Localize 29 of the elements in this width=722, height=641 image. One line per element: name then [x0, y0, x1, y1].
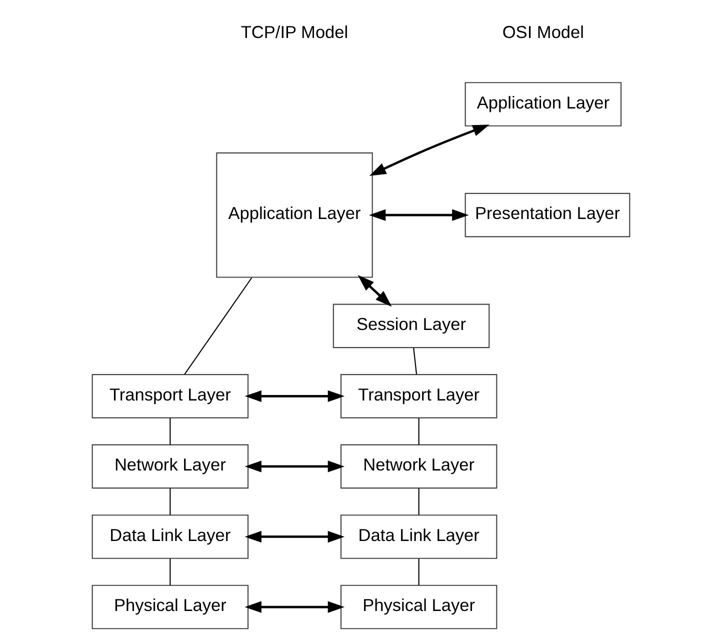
- node-box: Application Layer: [216, 152, 373, 278]
- node-box: Session Layer: [332, 304, 490, 348]
- node-box: Physical Layer: [340, 584, 498, 630]
- connector: [170, 418, 171, 445]
- connector: [418, 418, 420, 445]
- node-box: Transport Layer: [92, 374, 249, 418]
- node-box: Network Layer: [92, 444, 249, 489]
- node-box: Application Layer: [464, 82, 622, 126]
- arrow: [369, 124, 490, 176]
- connector: [170, 488, 171, 515]
- arrow: [358, 275, 392, 307]
- label: TCP/IP Model: [240, 22, 348, 42]
- connector: [418, 488, 420, 515]
- label: OSI Model: [502, 22, 584, 42]
- node-box: Physical Layer: [92, 584, 249, 630]
- arrow: [244, 530, 345, 543]
- arrow: [244, 390, 345, 402]
- connector: [418, 558, 420, 586]
- arrow: [244, 601, 345, 613]
- arrow: [368, 209, 469, 221]
- node-box: Presentation Layer: [464, 192, 630, 238]
- connector: [184, 277, 252, 375]
- node-box: Data Link Layer: [92, 514, 249, 559]
- node-box: Transport Layer: [340, 374, 498, 418]
- node-box: Data Link Layer: [340, 514, 498, 559]
- arrow: [244, 460, 345, 472]
- connector: [413, 348, 418, 374]
- node-box: Network Layer: [340, 444, 498, 489]
- connector: [170, 558, 171, 586]
